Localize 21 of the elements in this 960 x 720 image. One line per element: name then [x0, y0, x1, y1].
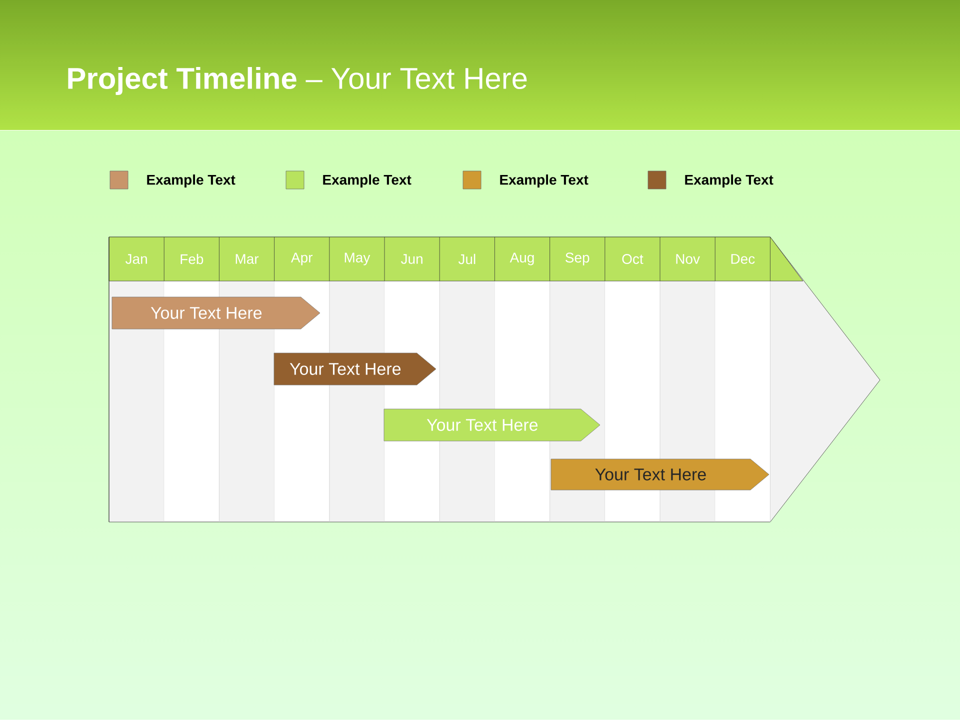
month-label: Feb [180, 254, 204, 264]
month-label: Dec [731, 254, 755, 264]
title: Project Timeline – Your Text Here [68, 67, 527, 95]
month-label: Aug [510, 252, 534, 266]
month-label: Jul [458, 254, 476, 264]
legend-label: Example Text [685, 174, 774, 188]
arrow-bar: Your Text Here [384, 408, 600, 442]
month-label: Jun [401, 254, 422, 264]
month-label: May [344, 252, 370, 266]
month-label: Apr [291, 252, 313, 266]
legend-label: Example Text [147, 174, 236, 188]
month-label: Nov [676, 254, 700, 264]
month-label: Mar [236, 254, 259, 264]
arrow-bar: Your Text Here [550, 458, 770, 490]
month-label: Oct [622, 254, 644, 264]
arrow-bar: Your Text Here [112, 296, 320, 330]
legend-label: Example Text [500, 174, 588, 188]
month-label: Jan [125, 254, 147, 264]
legend-label: Example Text [323, 174, 412, 188]
month-label: Sep [566, 252, 590, 266]
arrow-bar: Your Text Here [274, 352, 436, 386]
